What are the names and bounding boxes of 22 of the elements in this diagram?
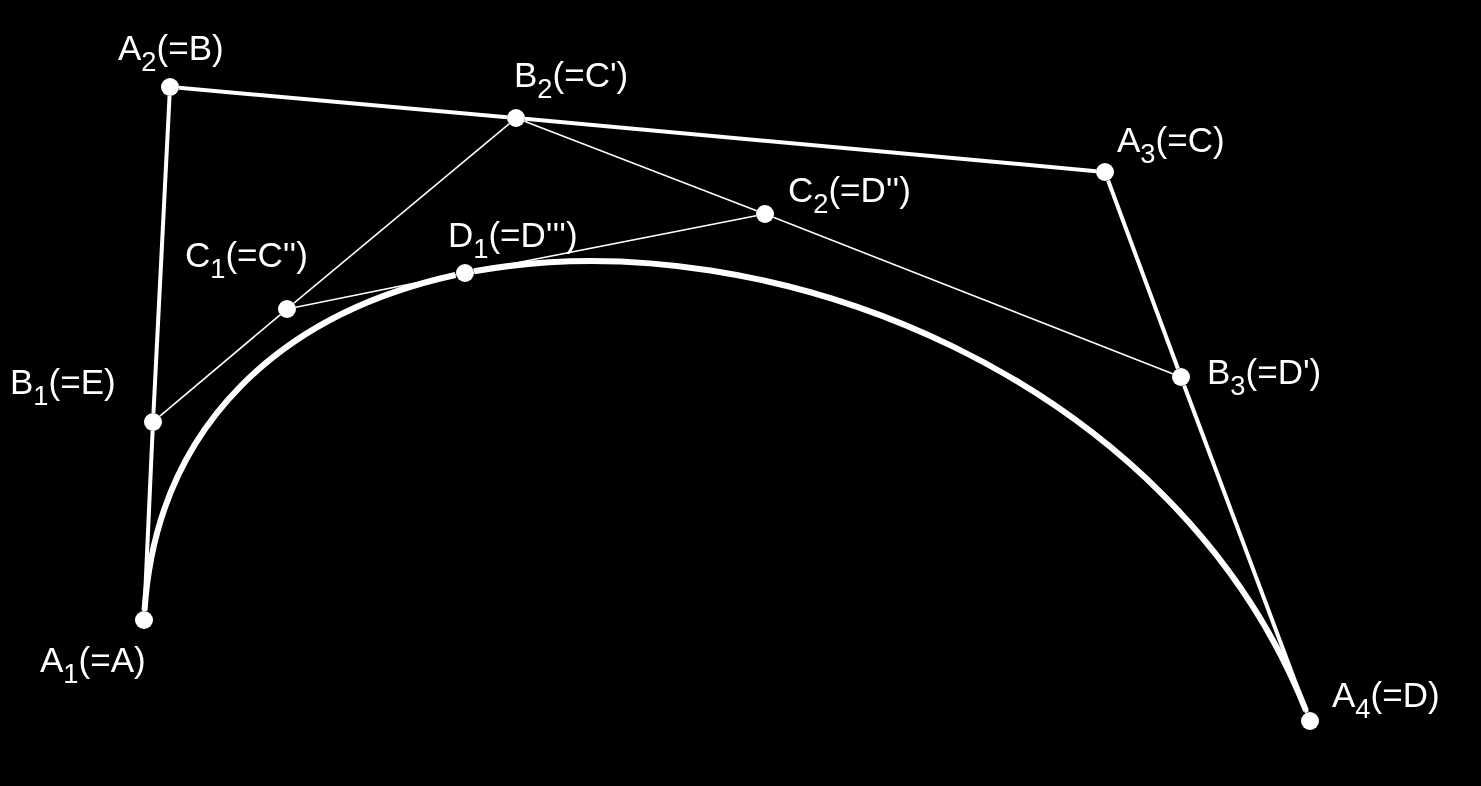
line-segment — [772, 216, 1174, 375]
line-segment — [523, 120, 758, 212]
point-dot — [1096, 163, 1114, 181]
point-dot — [1172, 368, 1190, 386]
point-dot — [278, 300, 296, 318]
point-dot — [135, 611, 153, 629]
point-dot — [507, 109, 525, 127]
line-segment — [159, 314, 281, 417]
point-dot — [756, 205, 774, 223]
line-segment — [524, 116, 1097, 174]
line-segment — [178, 85, 508, 120]
curve — [473, 259, 1309, 713]
point-dot — [1301, 712, 1319, 730]
line-segment — [1106, 179, 1180, 370]
point-dot — [144, 413, 162, 431]
point-dot — [456, 264, 474, 282]
line-segment — [151, 95, 172, 414]
line-segment — [142, 430, 155, 612]
line-segment — [1182, 384, 1309, 714]
line-segment — [293, 122, 510, 305]
point-dot — [161, 78, 179, 96]
curve — [141, 272, 457, 611]
